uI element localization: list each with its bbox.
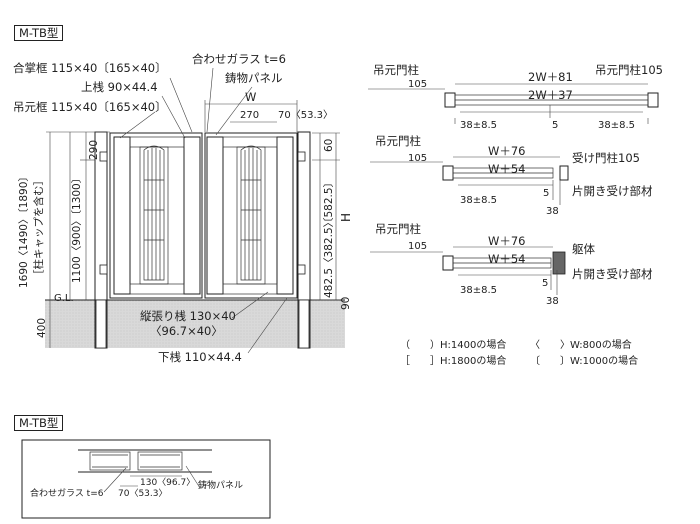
p3-five: 5 (542, 278, 549, 289)
plan-2-lines (370, 156, 569, 205)
label-1100: 1100〈900〉〔1300〕 (71, 172, 83, 283)
p3-105: 105 (408, 241, 428, 252)
p2-five: 5 (543, 188, 550, 199)
detail-section-lines (78, 449, 212, 493)
label-290: 290 (88, 139, 100, 160)
label-70: 70〈53.3〉 (278, 110, 333, 121)
legend-w1000: 〔 〕W:1000の場合 (530, 356, 639, 367)
label-270: 270 (240, 110, 260, 121)
p2-a: 38±8.5 (460, 195, 498, 206)
p1-five: 5 (552, 120, 559, 131)
detail-casting: 鋳物パネル (198, 481, 244, 491)
legend-h1400: （ ）H:1400の場合 (400, 340, 507, 351)
label-upper-rail: 上桟 90×44.4 (81, 80, 158, 94)
p1-105: 105 (408, 79, 428, 90)
label-482: 482.5〈382.5〉 (323, 216, 335, 298)
p2-w2: W＋54 (488, 162, 526, 176)
p1-w1: 2W＋81 (528, 70, 573, 84)
label-gassho-frame: 合掌框 115×40〔165×40〕 (13, 61, 167, 75)
model-tag: M-TB型 (14, 25, 64, 41)
detail-70: 70〈53.3〉 (118, 489, 168, 499)
p1-a: 38±8.5 (460, 120, 498, 131)
detail-box (21, 439, 271, 519)
p2-part: 片開き受け部材 (572, 184, 653, 198)
label-casting-panel: 鋳物パネル (225, 71, 283, 85)
p1-w2: 2W＋37 (528, 88, 573, 102)
p3-left-post: 吊元門柱 (375, 222, 421, 236)
p1-b: 38±8.5 (598, 120, 636, 131)
label-gl: G.L. (54, 293, 74, 304)
p2-38: 38 (546, 206, 559, 217)
p3-w1: W＋76 (488, 234, 526, 248)
p2-left-post: 吊元門柱 (375, 134, 421, 148)
p3-a: 38±8.5 (460, 285, 498, 296)
p3-wall: 躯体 (572, 242, 595, 256)
p2-105: 105 (408, 153, 428, 164)
p3-part: 片開き受け部材 (572, 267, 653, 281)
label-cap-note: ［柱キャップを含む］ (33, 175, 45, 280)
detail-model-tag: M-TB型 (14, 415, 64, 431)
p3-w2: W＋54 (488, 252, 526, 266)
detail-glass: 合わせガラス t=6 (30, 489, 104, 499)
label-stile: 縦張り桟 130×40 (140, 309, 236, 323)
label-glass: 合わせガラス t=6 (192, 52, 286, 66)
label-w: W (245, 90, 257, 104)
p2-w1: W＋76 (488, 144, 526, 158)
label-400: 400 (36, 317, 48, 338)
p3-38: 38 (546, 296, 559, 307)
label-60: 60 (323, 138, 335, 152)
label-90: 90 (340, 296, 352, 310)
label-total-height: 1690〈1490〉〔1890〕 (18, 171, 30, 288)
legend-h1800: ［ ］H:1800の場合 (400, 356, 507, 367)
plan-1-lines (368, 83, 659, 124)
right-gate-leaf (204, 132, 298, 299)
p1-left-post: 吊元門柱 (373, 63, 419, 77)
detail-130: 130〈96.7〉 (140, 478, 196, 488)
label-H: H (339, 212, 353, 222)
p2-receiving-post: 受け門柱105 (572, 151, 640, 165)
p1-right-post: 吊元門柱105 (595, 63, 663, 77)
label-hinge-frame: 吊元框 115×40〔165×40〕 (13, 100, 167, 114)
plan-3-lines (370, 246, 566, 295)
label-lower-rail: 下桟 110×44.4 (158, 350, 242, 364)
left-gate-leaf (109, 132, 203, 299)
legend-w800: 〈 〉W:800の場合 (530, 340, 632, 351)
label-stile-alt: 〈96.7×40〉 (150, 324, 223, 338)
